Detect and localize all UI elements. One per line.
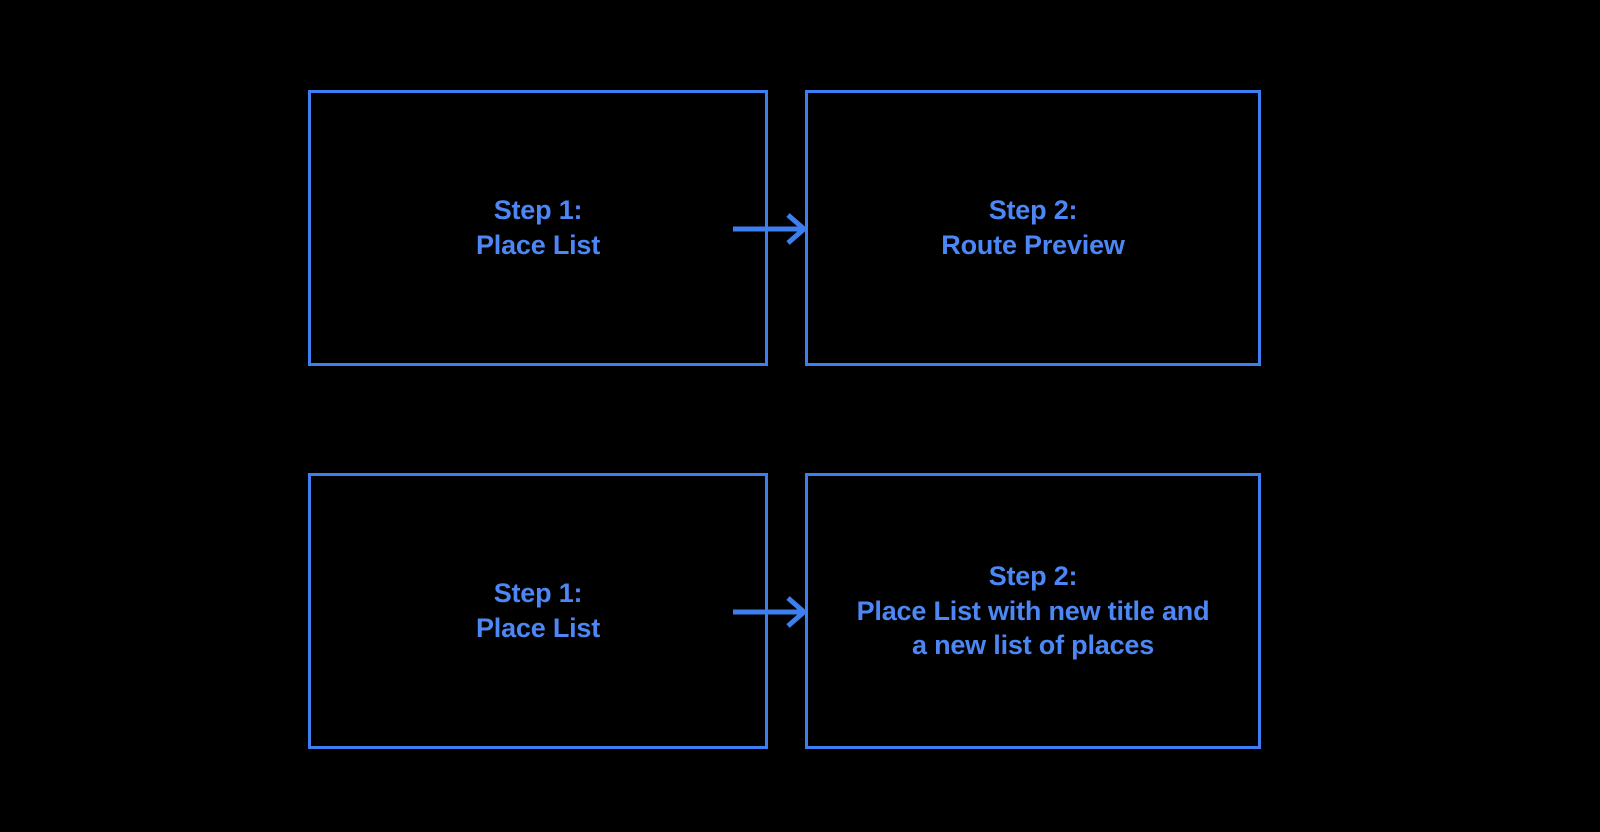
flow-node-step2-bottom[interactable]: Step 2: Place List with new title and a …	[805, 473, 1261, 749]
flow-node-label: Step 2: Route Preview	[941, 195, 1125, 260]
flow-row: Step 1: Place List Step 2: Route Preview	[0, 90, 1600, 366]
flow-node-label: Step 1: Place List	[475, 578, 601, 643]
flow-node-label: Step 1: Place List	[475, 195, 601, 260]
flow-node-step1-bottom[interactable]: Step 1: Place List	[308, 473, 768, 749]
flow-row: Step 1: Place List Step 2: Place List wi…	[0, 473, 1600, 749]
flow-node-step2-top[interactable]: Step 2: Route Preview	[805, 90, 1261, 366]
flow-node-step1-top[interactable]: Step 1: Place List	[308, 90, 768, 366]
flow-node-label: Step 2: Place List with new title and a …	[856, 561, 1210, 661]
